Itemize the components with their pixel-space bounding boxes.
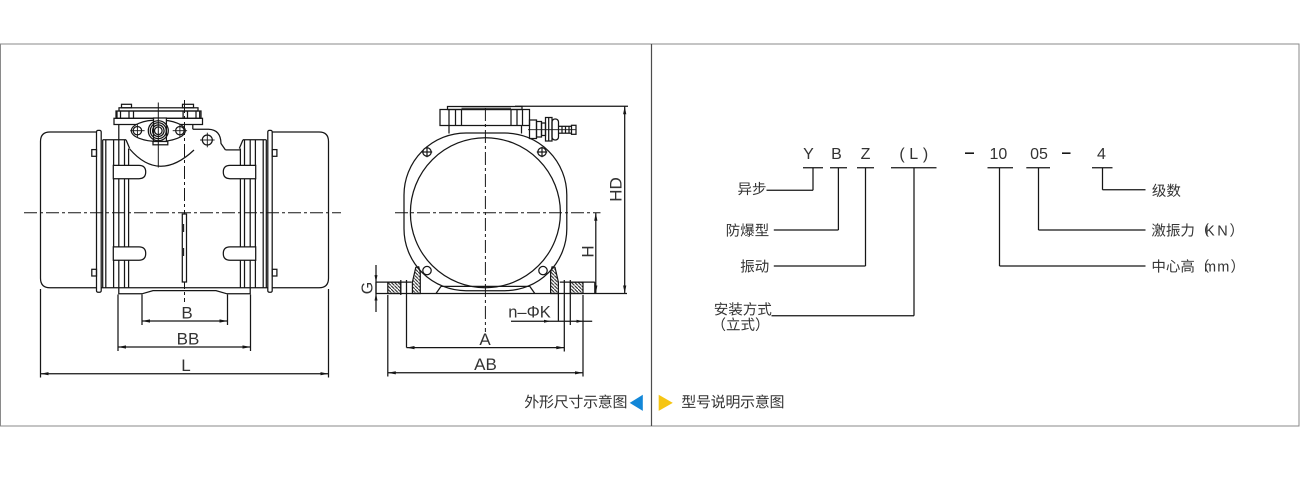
svg-text:KN: KN	[1205, 224, 1230, 240]
svg-text:10: 10	[990, 146, 1008, 163]
svg-text:L: L	[909, 146, 918, 163]
svg-text:BB: BB	[177, 329, 200, 348]
svg-text:4: 4	[1097, 146, 1106, 163]
svg-text:Z: Z	[861, 146, 871, 163]
svg-text:Y: Y	[803, 146, 814, 163]
svg-text:A: A	[479, 330, 491, 349]
svg-text:HD: HD	[606, 177, 625, 202]
svg-text:L: L	[181, 356, 190, 375]
svg-text:n–ΦK: n–ΦK	[508, 304, 551, 322]
svg-text:(: (	[899, 146, 905, 163]
svg-text:H: H	[579, 245, 598, 257]
svg-text:G: G	[360, 282, 377, 294]
svg-text:B: B	[831, 146, 842, 163]
svg-text:mm: mm	[1204, 260, 1231, 276]
svg-text:B: B	[181, 303, 192, 322]
svg-text:05: 05	[1030, 146, 1048, 163]
svg-text:AB: AB	[474, 355, 497, 374]
svg-text:): )	[923, 146, 928, 163]
